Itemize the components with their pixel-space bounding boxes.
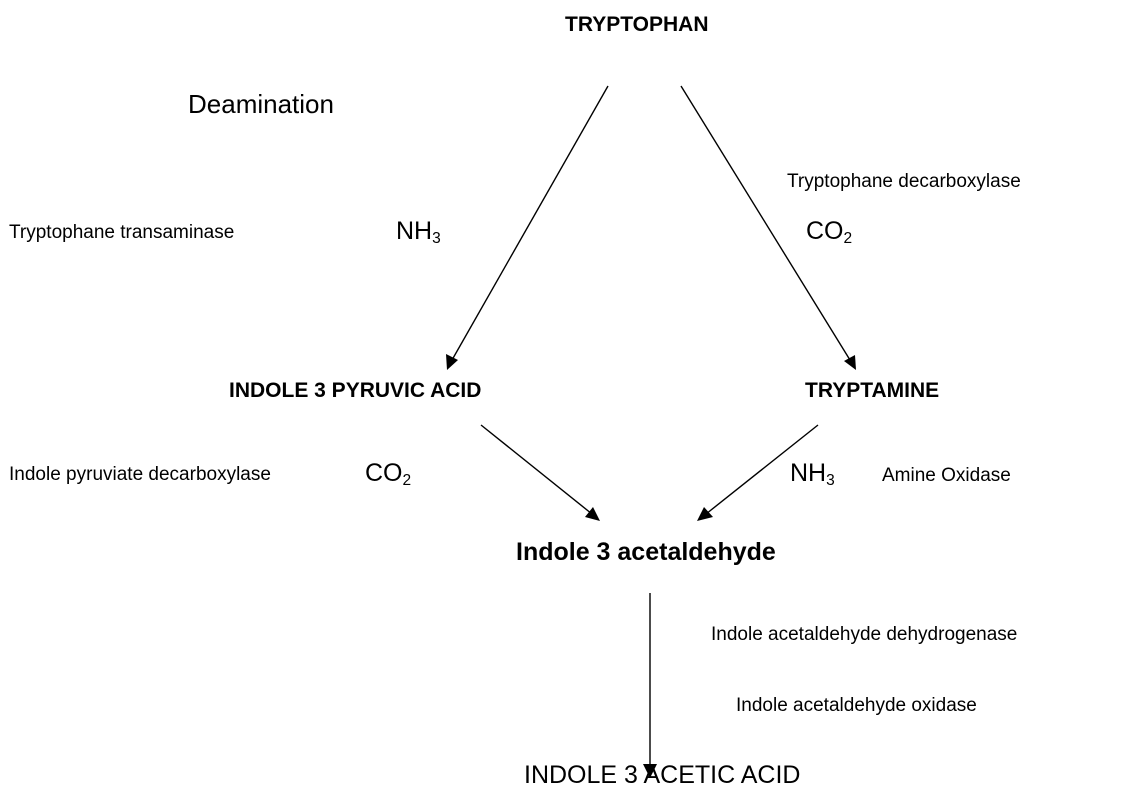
label-tryptophane-transaminase: Tryptophane transaminase (9, 222, 235, 243)
arrowhead (844, 355, 856, 370)
label-indole-acetaldehyde-dehydrogenase: Indole acetaldehyde dehydrogenase (711, 624, 1018, 645)
arrow-line (680, 85, 851, 361)
arrow-tryptamine-to-iaald (697, 424, 819, 521)
label-nh3-right: NH3 (790, 459, 835, 489)
arrowhead (643, 764, 657, 778)
arrow-iaald-to-iaa (643, 593, 657, 778)
arrow-tryptophan-to-tryptamine (680, 85, 856, 370)
label-co2-left: CO2 (365, 459, 412, 489)
node-indole-3-acetic-acid: INDOLE 3 ACETIC ACID (524, 761, 801, 789)
arrow-line (705, 424, 819, 515)
arrow-ipa-to-iaald (480, 424, 600, 521)
node-tryptamine: TRYPTAMINE (805, 379, 940, 402)
arrowhead (697, 507, 713, 521)
label-nh3-left: NH3 (396, 217, 441, 247)
label-indole-pyruviate-decarboxylase: Indole pyruviate decarboxylase (9, 464, 271, 485)
arrowhead (446, 354, 458, 370)
label-deamination: Deamination (188, 89, 334, 119)
arrow-tryptophan-to-ipa (446, 85, 609, 370)
arrow-line (451, 85, 609, 361)
label-tryptophane-decarboxylase: Tryptophane decarboxylase (787, 171, 1021, 192)
arrowhead (585, 507, 600, 521)
label-co2-right: CO2 (806, 217, 853, 247)
label-amine-oxidase: Amine Oxidase (882, 465, 1011, 486)
node-indole-3-pyruvic-acid: INDOLE 3 PYRUVIC ACID (229, 379, 482, 402)
arrow-line (480, 424, 593, 515)
node-tryptophan: TRYPTOPHAN (565, 13, 709, 36)
node-indole-3-acetaldehyde: Indole 3 acetaldehyde (516, 538, 776, 566)
label-indole-acetaldehyde-oxidase: Indole acetaldehyde oxidase (736, 695, 977, 716)
